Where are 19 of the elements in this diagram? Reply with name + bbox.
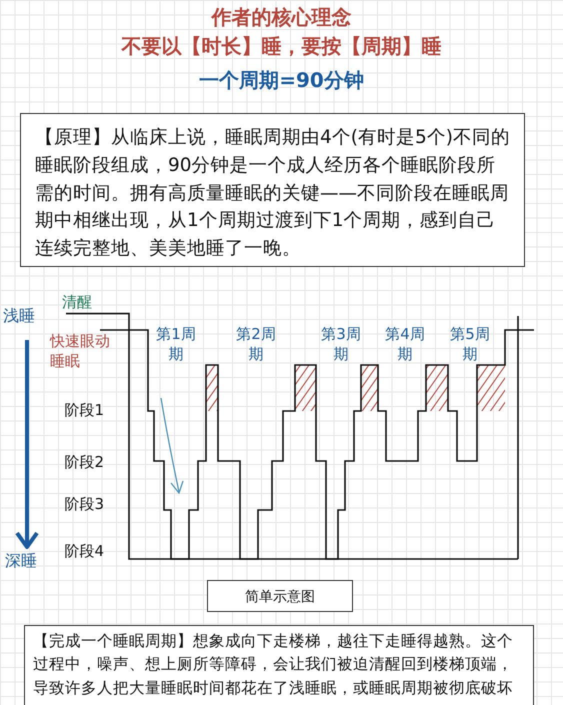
cycle-label: 第5周期 — [449, 325, 491, 364]
cycle-label: 第2周期 — [235, 325, 277, 364]
subtitle: 不要以【时长】睡，要按【周期】睡 — [120, 33, 442, 59]
cycle-label: 第3周期 — [320, 325, 362, 364]
axis-label: 深睡 — [5, 551, 37, 572]
level-label: 快速眼动睡眠 — [50, 332, 110, 371]
level-label: 阶段3 — [63, 495, 104, 514]
level-label: 阶段1 — [63, 401, 104, 420]
title: 作者的核心理念 — [210, 4, 352, 31]
cycle-label: 第1周期 — [155, 325, 197, 364]
level-label: 清醒 — [62, 293, 92, 312]
text-box: 【原理】从临床上说，睡眠周期由4个(有时是5个)不同的睡眠阶段组成，90分钟是一个成人经历各个睡眠阶段所需的时间。拥有高质量睡眠的关键——不同阶段在睡眠周期中相继出现，从1个周期过渡到下1个周期，感到自己连续完整地、美美地睡了一晚。 — [20, 113, 525, 267]
text-box: 【完成一个睡眠周期】想象成向下走楼梯，越往下走睡得越熟。这个过程中，噪声、想上厕所等障碍，会让我们被迫清醒回到楼梯顶端，导致许多人把大量睡眠时间都花在了浅睡眠，或睡眠周期被彻底破坏 — [24, 625, 534, 705]
subtitle: 一个周期=90分钟 — [198, 67, 365, 93]
caption-box: 简单示意图 — [207, 580, 353, 612]
level-label: 阶段4 — [63, 542, 104, 562]
axis-label: 浅睡 — [3, 306, 35, 327]
level-label: 阶段2 — [63, 453, 104, 472]
cycle-label: 第4周期 — [384, 325, 426, 364]
